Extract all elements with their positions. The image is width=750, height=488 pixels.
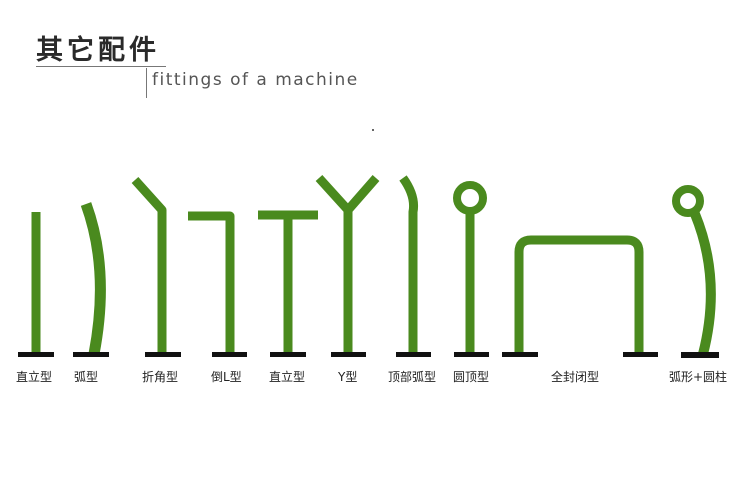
fitting-label: 倒L型 xyxy=(211,370,242,384)
base-plate xyxy=(331,352,366,357)
fitting-y xyxy=(315,174,380,354)
fitting-label: Y型 xyxy=(338,370,358,384)
fitting-straight-upright-2 xyxy=(258,210,318,354)
base-plate xyxy=(454,352,489,357)
fitting-label: 弧形+圆柱 xyxy=(669,370,728,384)
base-plate xyxy=(270,352,306,357)
fitting-fully-enclosed xyxy=(514,235,644,354)
fitting-label: 弧型 xyxy=(74,370,99,384)
title-underline xyxy=(36,66,166,67)
fitting-label: 折角型 xyxy=(142,370,179,384)
base-plate xyxy=(681,352,719,358)
fitting-label: 直立型 xyxy=(16,370,53,384)
fitting-label: 全封闭型 xyxy=(551,370,600,384)
subtitle-divider xyxy=(146,68,147,98)
base-plate xyxy=(502,352,538,357)
fitting-top-arc xyxy=(399,175,418,354)
fitting-angled xyxy=(131,176,167,354)
stray-dot xyxy=(372,129,374,131)
base-plate xyxy=(145,352,181,357)
fitting-arc xyxy=(80,202,106,356)
base-plate xyxy=(623,352,658,357)
page-subtitle: fittings of a machine xyxy=(152,70,359,90)
fitting-label: 圆顶型 xyxy=(453,370,490,384)
base-plate xyxy=(18,352,54,357)
fitting-label: 直立型 xyxy=(269,370,306,384)
base-plate xyxy=(73,352,109,357)
fitting-inverted-l xyxy=(188,211,235,354)
fitting-arc-plus-column xyxy=(672,185,716,356)
page-title: 其它配件 xyxy=(36,35,160,66)
fitting-label: 顶部弧型 xyxy=(388,370,437,384)
fitting-round-top xyxy=(453,181,487,354)
base-plate xyxy=(212,352,247,357)
base-plate xyxy=(396,352,431,357)
